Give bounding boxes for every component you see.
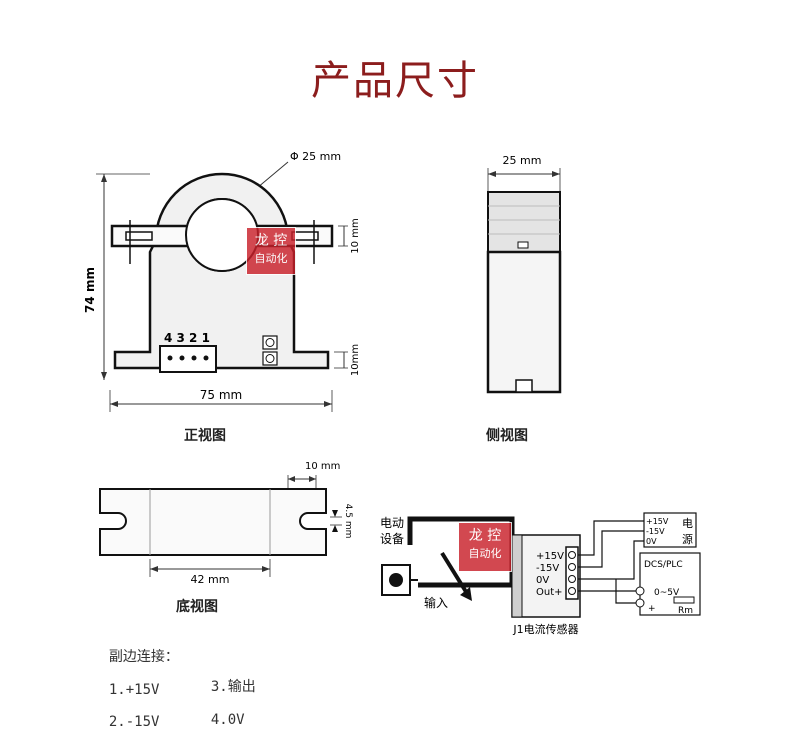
psu-label-2: 源 [682,532,693,546]
wiring-equipment-label-1: 电动 [380,516,404,530]
side-view-drawing: 25 mm [486,154,562,394]
bottom-dim-slot-height: 4.5 mm [343,504,353,539]
bottom-plate [99,488,327,556]
notes-line-2: 3.输出 4.0V [194,660,256,728]
range-label: 0~5V [654,588,680,598]
rm-label: Rm [678,606,693,616]
plus-label: + [648,604,656,614]
bottom-view-caption: 底视图 [176,599,218,615]
front-dim-diameter: Φ 25 mm [290,150,341,163]
bottom-dim-slot-width: 10 mm [305,461,340,472]
psu-label-1: 电 [682,517,693,530]
psu-terminal-3: 0V [646,537,657,546]
front-view-caption: 正视图 [184,428,226,444]
front-view-drawing: Φ 25 mm 4 3 2 1 74 mm 75 mm 10 mm 10mm [83,150,361,412]
psu-terminal-1: +15V [646,517,669,526]
bottom-view-drawing: 10 mm 4.5 mm 42 mm [99,461,353,586]
wiring-sensor-label: J1电流传感器 [512,622,578,636]
notes-label: 副边连接： [108,649,179,665]
front-pin-labels: 4 3 2 1 [164,331,210,345]
notes-item-1: 1.+15V [108,682,160,698]
front-dim-width: 75 mm [200,388,242,402]
watermark-badge-2: 龙 控 自动化 [458,522,512,572]
sensor-terminal-1: +15V [536,551,564,562]
power-supply-box [643,512,697,548]
wiring-equipment-label-2: 设备 [380,532,404,546]
wiring-input-label: 输入 [424,595,448,610]
front-dim-bar-top: 10 mm [350,218,361,253]
side-view-caption: 侧视图 [486,428,528,444]
front-dim-bar-bottom: 10mm [350,344,361,376]
notes-line-1: 副边连接： 1.+15V 2.-15V [92,630,179,730]
notes-item-4: 4.0V [210,712,245,728]
side-body [486,250,562,394]
watermark-badge: 龙 控 自动化 [246,227,296,275]
notes-item-3: 3.输出 [210,679,256,695]
side-dim-width: 25 mm [503,154,542,167]
notes-item-2: 2.-15V [108,714,160,730]
dcs-plc-box [639,552,701,616]
sensor-terminal-4: Out+ [536,587,563,598]
psu-terminal-2: -15V [646,527,665,536]
page-title: 产品尺寸 [311,58,479,104]
sensor-terminal-3: 0V [536,575,549,586]
front-dim-height: 74 mm [83,267,97,313]
sensor-terminal-2: -15V [536,563,559,574]
bottom-dim-length: 42 mm [191,573,230,586]
wiring-diagram: 电动 设备 输入 J1电流传感器 +15V -15V 0V Out+ +15V … [380,512,701,636]
dcs-label: DCS/PLC [644,560,683,570]
